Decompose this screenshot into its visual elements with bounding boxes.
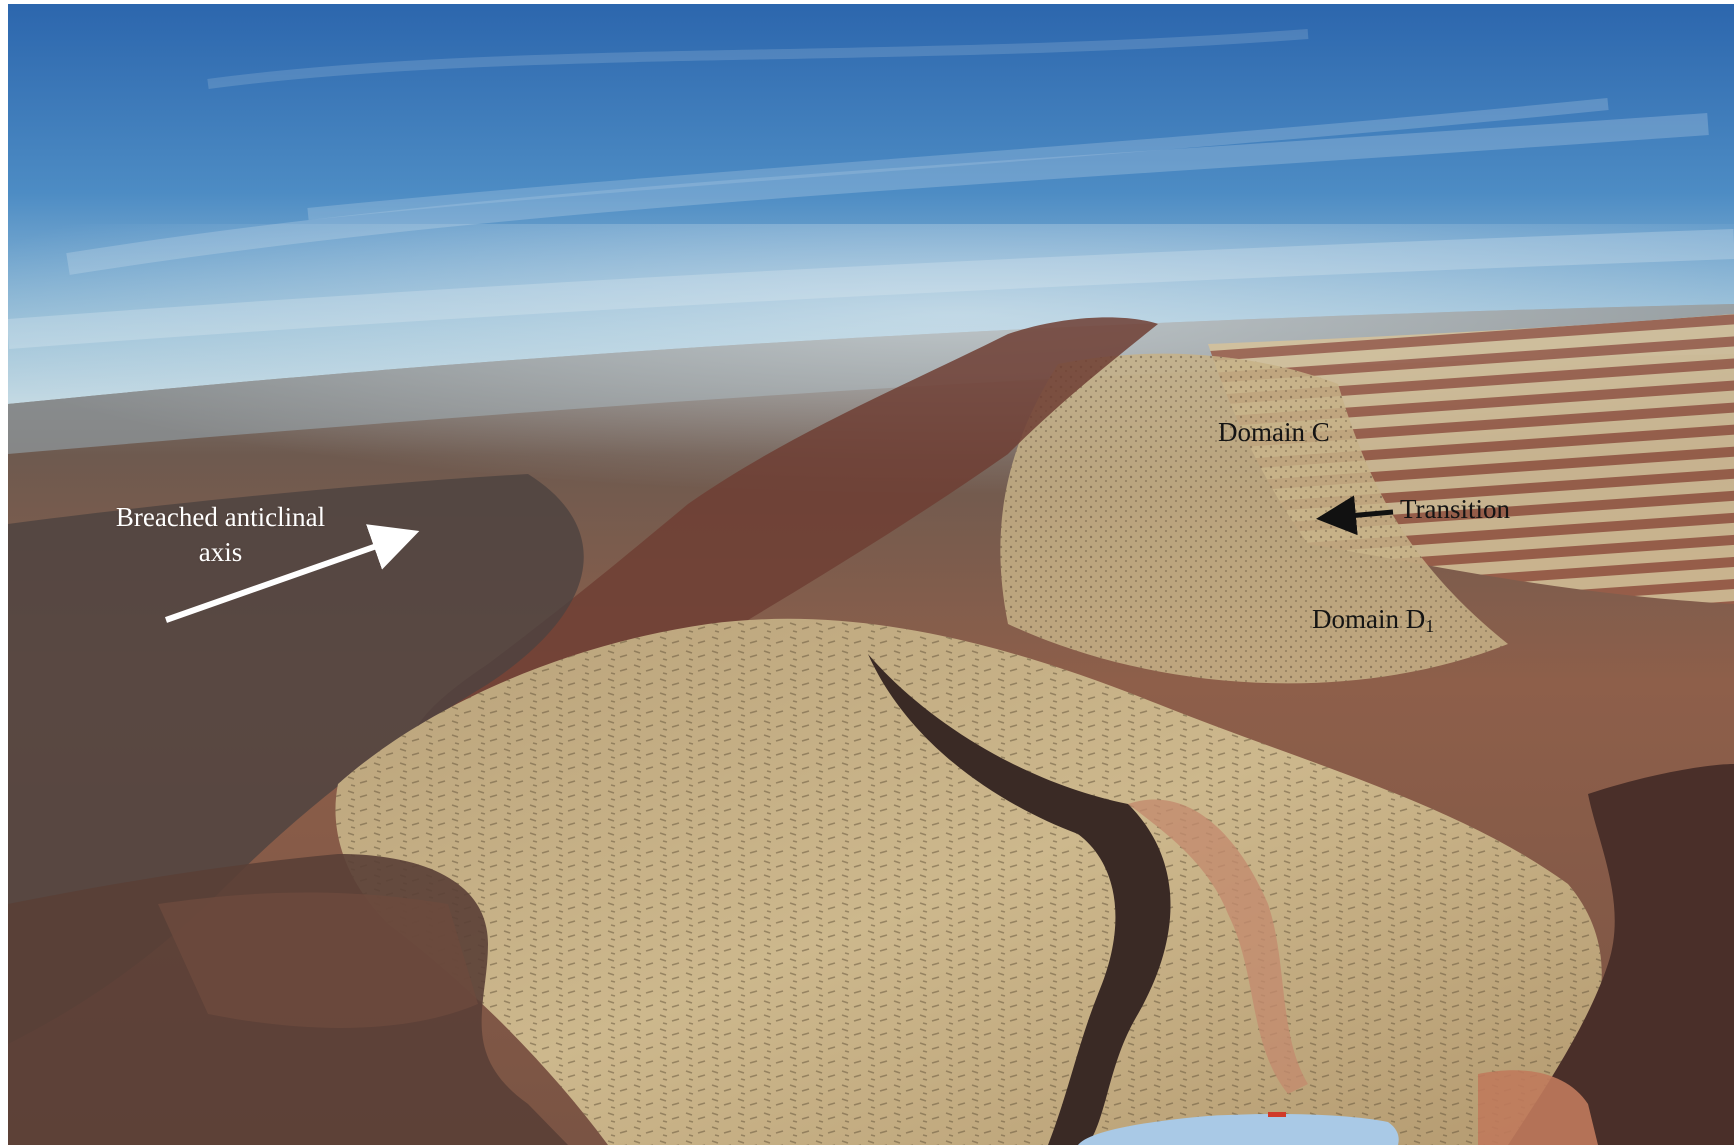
domain-d1-label: Domain D1: [1312, 602, 1434, 638]
domain-d1-base: Domain D: [1312, 604, 1426, 634]
canyon-wall: [1128, 799, 1308, 1094]
right-foreground-rock: [1508, 764, 1734, 1145]
domain-d1-subscript: 1: [1425, 616, 1435, 636]
transition-label: Transition: [1400, 494, 1511, 524]
aerial-photograph: [8, 4, 1734, 1145]
breached-axis-arrow: [165, 524, 420, 623]
wing-marker-light: [1268, 1112, 1286, 1117]
canyon: [868, 654, 1171, 1145]
breached-label-line2: axis: [198, 537, 243, 568]
breached-label-line1: Breached anticlinal: [115, 502, 326, 532]
transition-arrow: [1316, 495, 1394, 536]
domain-c-label: Domain C: [1218, 417, 1330, 447]
breached-anticlinal-axis-label: Breached anticlinal axis: [88, 500, 353, 570]
reddish-slab: [158, 892, 478, 1028]
domain-c-texture: [1000, 353, 1508, 684]
aerial-landscape-scene: [8, 4, 1734, 1145]
right-foreground-ledge: [1478, 1070, 1598, 1145]
aircraft-wing-edge: [1078, 1114, 1399, 1145]
